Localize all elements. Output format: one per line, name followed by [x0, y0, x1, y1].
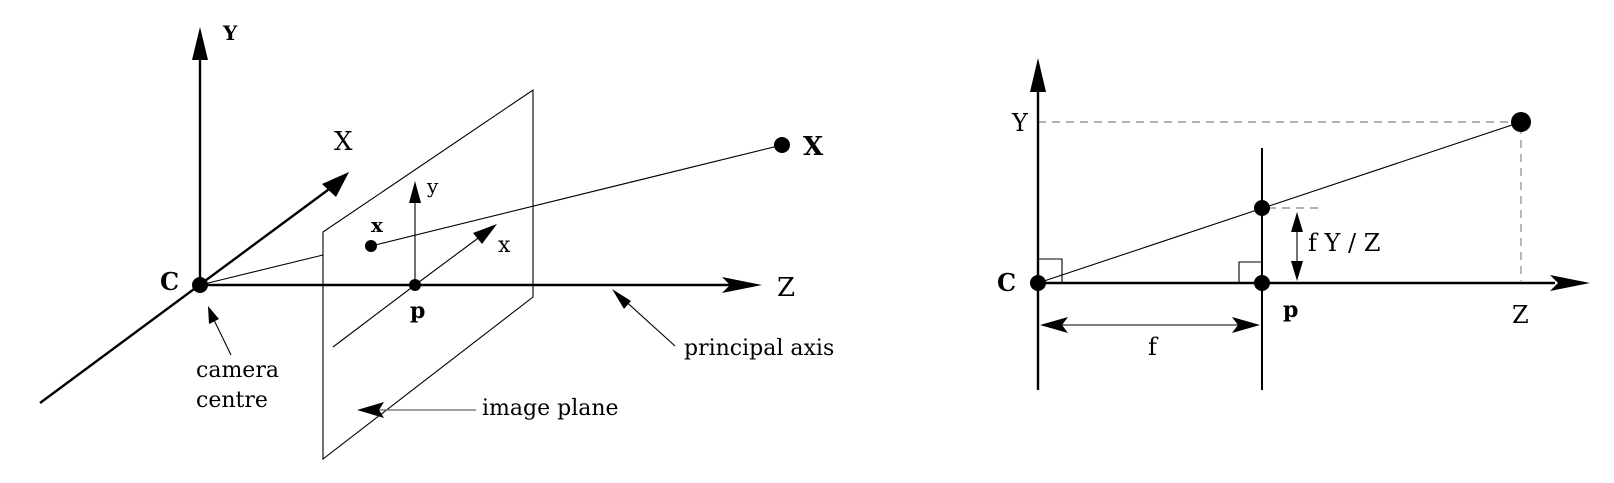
right-angle-marker-p — [1238, 261, 1262, 283]
projection-arrowhead-bottom — [1291, 261, 1303, 281]
image-plane-pointer-arrowhead — [357, 402, 384, 418]
image-y-axis-arrowhead — [409, 181, 421, 203]
focal-length-label: f — [1148, 333, 1159, 361]
image-x-axis-arrowhead — [473, 224, 497, 244]
image-x-axis-lower — [332, 284, 416, 348]
principal-axis-caption: principal axis — [684, 336, 834, 361]
image-x-axis-label: x — [498, 233, 511, 258]
projection-arrowhead-top — [1291, 212, 1303, 232]
principal-axis-pointer — [621, 297, 676, 347]
z-axis-label: Z — [777, 273, 795, 303]
camera-centre-caption-line2: centre — [196, 388, 268, 413]
world-point-label: X — [803, 132, 824, 162]
focal-length-arrowhead-right — [1232, 317, 1260, 333]
ray-c-to-world-point — [1037, 121, 1522, 284]
right-angle-marker-c — [1038, 258, 1063, 283]
image-x-axis — [414, 235, 482, 286]
camera-x-axis — [39, 183, 337, 404]
principal-axis-arrowhead — [1550, 275, 1590, 291]
camera-centre-point — [192, 277, 208, 293]
world-point — [1511, 112, 1531, 132]
right-similar-triangles-diagram: Y Z C p f f Y / Z — [997, 58, 1590, 390]
principal-point-label: p — [1283, 297, 1298, 323]
projected-point — [1254, 200, 1270, 216]
camera-centre-label: C — [997, 268, 1016, 297]
left-camera-geometry-diagram: Y X Z X C x y x p camera centre image pl… — [39, 21, 834, 461]
camera-y-axis-arrowhead — [192, 27, 208, 60]
y-axis-label: Y — [1011, 109, 1029, 137]
projection-formula-label: f Y / Z — [1308, 229, 1380, 257]
x-axis-label: X — [334, 127, 353, 157]
image-point — [365, 240, 377, 252]
principal-axis-arrowhead — [722, 277, 762, 293]
z-axis-label: Z — [1512, 301, 1529, 329]
camera-centre-point — [1030, 275, 1046, 291]
image-plane-parallelogram — [322, 88, 534, 461]
focal-length-arrowhead-left — [1040, 317, 1068, 333]
camera-centre-pointer — [213, 319, 232, 356]
image-point-label: x — [371, 213, 384, 237]
image-y-axis-label: y — [426, 174, 439, 198]
ray-x-to-world-point — [370, 144, 783, 247]
camera-x-axis-arrowhead — [322, 172, 349, 197]
camera-centre-caption-line1: camera — [196, 358, 279, 383]
image-plane-caption: image plane — [482, 396, 619, 421]
principal-point — [409, 279, 421, 291]
camera-centre-label: C — [160, 267, 179, 296]
camera-y-axis-arrowhead — [1030, 58, 1046, 92]
principal-point-label: p — [410, 298, 425, 324]
world-point — [774, 137, 790, 153]
principal-axis-pointer-arrowhead — [612, 289, 631, 309]
y-axis-label: Y — [222, 21, 238, 45]
principal-point — [1254, 275, 1270, 291]
ray-c-to-image-plane — [199, 254, 324, 286]
camera-centre-pointer-arrowhead — [208, 306, 219, 324]
